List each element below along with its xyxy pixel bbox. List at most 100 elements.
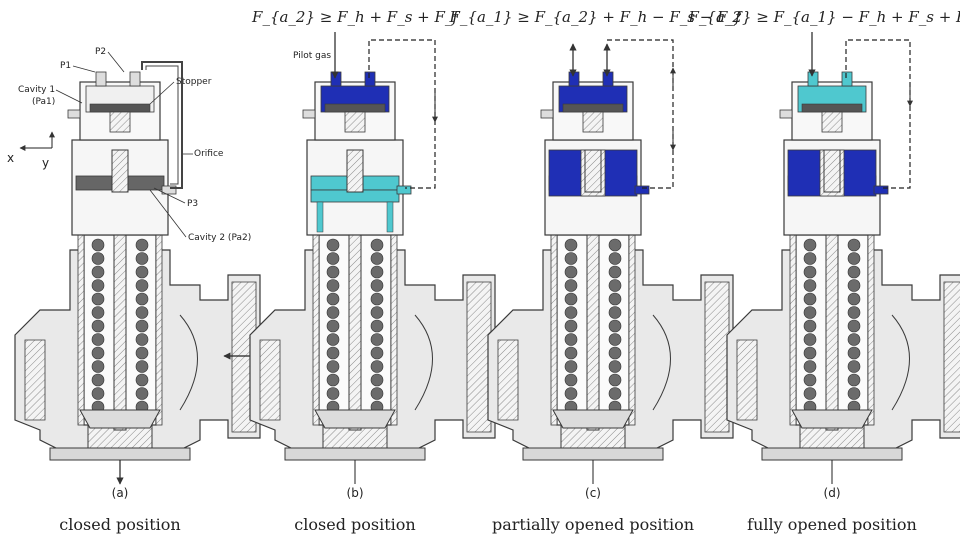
spring-coil: [370, 319, 384, 333]
port-p2: [841, 71, 853, 87]
spring-coil: [91, 292, 105, 306]
spring-coil: [91, 387, 105, 400]
port-p3: [873, 185, 889, 195]
spring-coil: [847, 346, 861, 360]
spring-coil: [135, 292, 149, 306]
spring-coil: [370, 279, 384, 292]
port-p1: [568, 71, 580, 87]
spring-coil: [91, 252, 105, 265]
spring-coil: [847, 279, 861, 292]
spring-coil: [564, 387, 578, 400]
spring-coil: [370, 306, 384, 319]
equation: F_{a_1} ≥ F_{a_2} + F_h − F_s − F_f: [448, 8, 742, 26]
spring-coil: [803, 306, 817, 319]
spring-coil: [564, 360, 578, 373]
spring-coil: [608, 306, 622, 319]
piston-left: [75, 175, 113, 191]
spring-coil: [91, 279, 105, 292]
side-bolt: [779, 109, 793, 119]
stopper-plate: [801, 103, 863, 113]
spring-coil: [326, 373, 340, 387]
spring-coil: [135, 306, 149, 319]
panel-label: (c): [585, 486, 601, 500]
spring-coil: [135, 319, 149, 333]
spring-coil: [608, 279, 622, 292]
outlet-flange: [943, 281, 960, 433]
spring-coil: [564, 306, 578, 319]
spring-coil: [564, 238, 578, 252]
spring-coil: [135, 360, 149, 373]
housing-wall-left: [550, 234, 558, 426]
port-p3: [396, 185, 412, 195]
spring-coil: [847, 387, 861, 400]
spring-coil: [608, 373, 622, 387]
panel-a: (a) closed position P1 P2 Cavity 1 (Pa1)…: [7, 47, 261, 534]
spring-coil: [564, 252, 578, 265]
valve-plug: [791, 409, 873, 429]
panel-caption: partially opened position: [492, 515, 694, 534]
housing-wall-left: [789, 234, 797, 426]
housing-wall-right: [390, 234, 398, 426]
panel-caption: fully opened position: [747, 515, 917, 534]
spring-coil: [803, 238, 817, 252]
spring-coil: [370, 265, 384, 279]
spring-coil: [847, 373, 861, 387]
panel-label: (d): [824, 486, 841, 500]
label-pilot-gas: Pilot gas: [293, 51, 331, 61]
valve-drawing: [14, 71, 261, 461]
port-p1: [807, 71, 819, 87]
label-orifice: Orifice: [194, 149, 224, 159]
spring-coil: [370, 346, 384, 360]
spring-coil: [91, 360, 105, 373]
spring-coil: [370, 360, 384, 373]
stopper-plate: [324, 103, 386, 113]
label-p3: P3: [187, 199, 198, 209]
piston-right: [127, 175, 165, 191]
port-p2: [602, 71, 614, 87]
spring-coil: [608, 360, 622, 373]
spring-coil: [847, 238, 861, 252]
spring-coil: [135, 279, 149, 292]
spring-coil: [608, 319, 622, 333]
side-bolt: [302, 109, 316, 119]
spring-coil: [803, 373, 817, 387]
spring-coil: [326, 306, 340, 319]
spring-coil: [803, 279, 817, 292]
spring-coil: [91, 346, 105, 360]
spring-coil: [326, 319, 340, 333]
port-p3: [161, 185, 177, 195]
spring-coil: [803, 252, 817, 265]
spring-coil: [803, 319, 817, 333]
valve-base: [284, 447, 426, 461]
spring-coil: [370, 373, 384, 387]
piston-left: [310, 175, 348, 191]
spring-coil: [608, 238, 622, 252]
spring-coil: [608, 333, 622, 346]
body-wall-left: [736, 339, 758, 421]
piston-rod: [111, 149, 129, 193]
panel-d: F_{a_2} ≥ F_{a_1} − F_h + F_s + F_f (d) …: [687, 8, 960, 534]
label-p2: P2: [95, 47, 106, 57]
housing-wall-left: [77, 234, 85, 426]
port-p1: [330, 71, 342, 87]
outlet-passage: [891, 314, 910, 411]
outlet-passage: [414, 314, 433, 411]
spring-coil: [803, 292, 817, 306]
piston-right: [362, 175, 400, 191]
panel-label: (a): [112, 486, 129, 500]
panel-caption: closed position: [294, 515, 415, 534]
spring-coil: [370, 387, 384, 400]
spring-coil: [370, 252, 384, 265]
valve-base: [522, 447, 664, 461]
spring-coil: [847, 292, 861, 306]
spring-coil: [847, 319, 861, 333]
housing-wall-right: [628, 234, 636, 426]
cavity2-gas-right: [386, 201, 394, 233]
spring-coil: [564, 279, 578, 292]
spring-coil: [326, 387, 340, 400]
label-stopper: Stopper: [176, 77, 212, 87]
spring-coil: [370, 333, 384, 346]
spring-coil: [326, 292, 340, 306]
outlet-passage: [652, 314, 671, 411]
label-p1: P1: [60, 61, 71, 71]
